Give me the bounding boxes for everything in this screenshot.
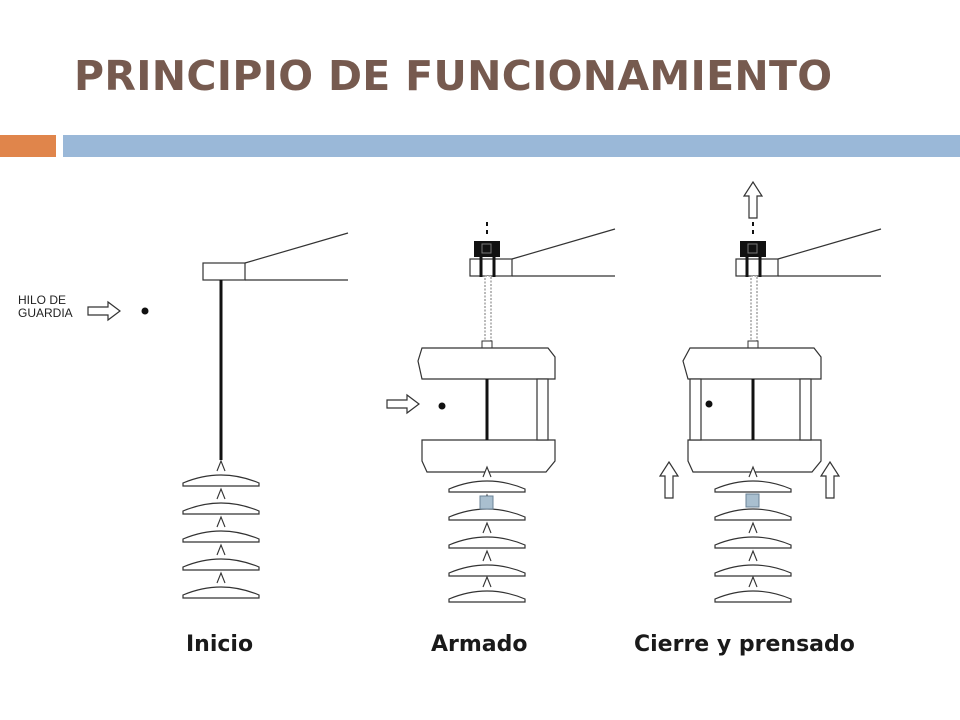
stage-armado: [386, 222, 616, 603]
caption-armado: Armado: [431, 632, 528, 657]
guard-wire-label-line2: GUARDIA: [18, 306, 73, 320]
insulator-string: [714, 466, 792, 603]
guard-wire-dot: [438, 402, 446, 410]
slide-title: PRINCIPIO DE FUNCIONAMIENTO: [74, 52, 833, 100]
stage-inicio: HILO DE GUARDIA: [18, 232, 349, 599]
mechanism-diagram: HILO DE GUARDIA: [0, 175, 900, 615]
stage-cierre-prensado: [659, 181, 882, 603]
guard-wire-label-line1: HILO DE: [18, 293, 66, 307]
caption-cierre-prensado: Cierre y prensado: [634, 632, 855, 657]
guard-wire-arrow-icon: [386, 394, 420, 414]
guard-wire-dot: [141, 307, 149, 315]
lift-arrow-icon: [743, 181, 763, 219]
insulator-string: [182, 460, 260, 599]
insulator-string: [448, 466, 526, 603]
press-arrow-icon-left: [659, 461, 679, 499]
guard-wire-arrow-icon: [87, 301, 121, 321]
press-arrow-icon-right: [820, 461, 840, 499]
title-accent-bar-orange: [0, 135, 56, 157]
caption-inicio: Inicio: [186, 632, 254, 657]
title-accent-bar-blue: [63, 135, 960, 157]
guard-wire-dot: [705, 400, 713, 408]
